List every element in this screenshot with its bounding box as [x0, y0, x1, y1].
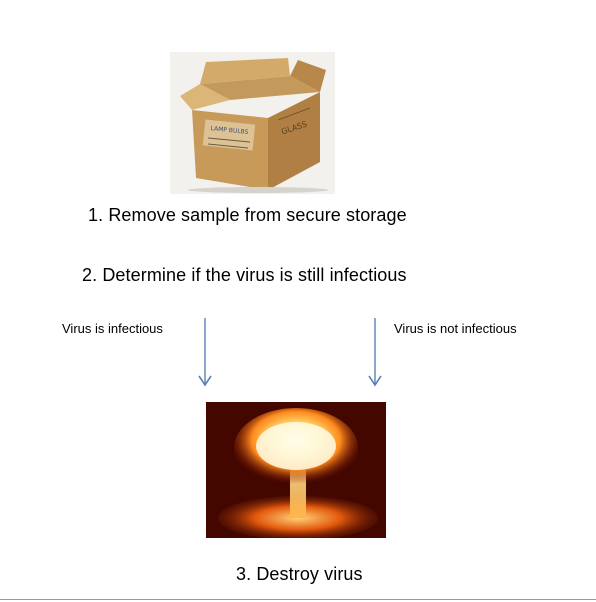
cardboard-box-image: LAMP BULBS GLASS	[170, 52, 335, 194]
step-1-text: 1. Remove sample from secure storage	[88, 205, 407, 225]
arrow-down-icon	[197, 318, 213, 388]
step-2-text: 2. Determine if the virus is still infec…	[82, 265, 407, 285]
branch-label-infectious: Virus is infectious	[62, 321, 163, 336]
arrow-down-icon	[367, 318, 383, 388]
explosion-image	[206, 402, 386, 540]
box-label-text: LAMP BULBS	[210, 125, 249, 136]
step-3-text: 3. Destroy virus	[236, 564, 363, 584]
bottom-divider	[0, 599, 596, 600]
branch-label-not-infectious: Virus is not infectious	[394, 321, 517, 336]
